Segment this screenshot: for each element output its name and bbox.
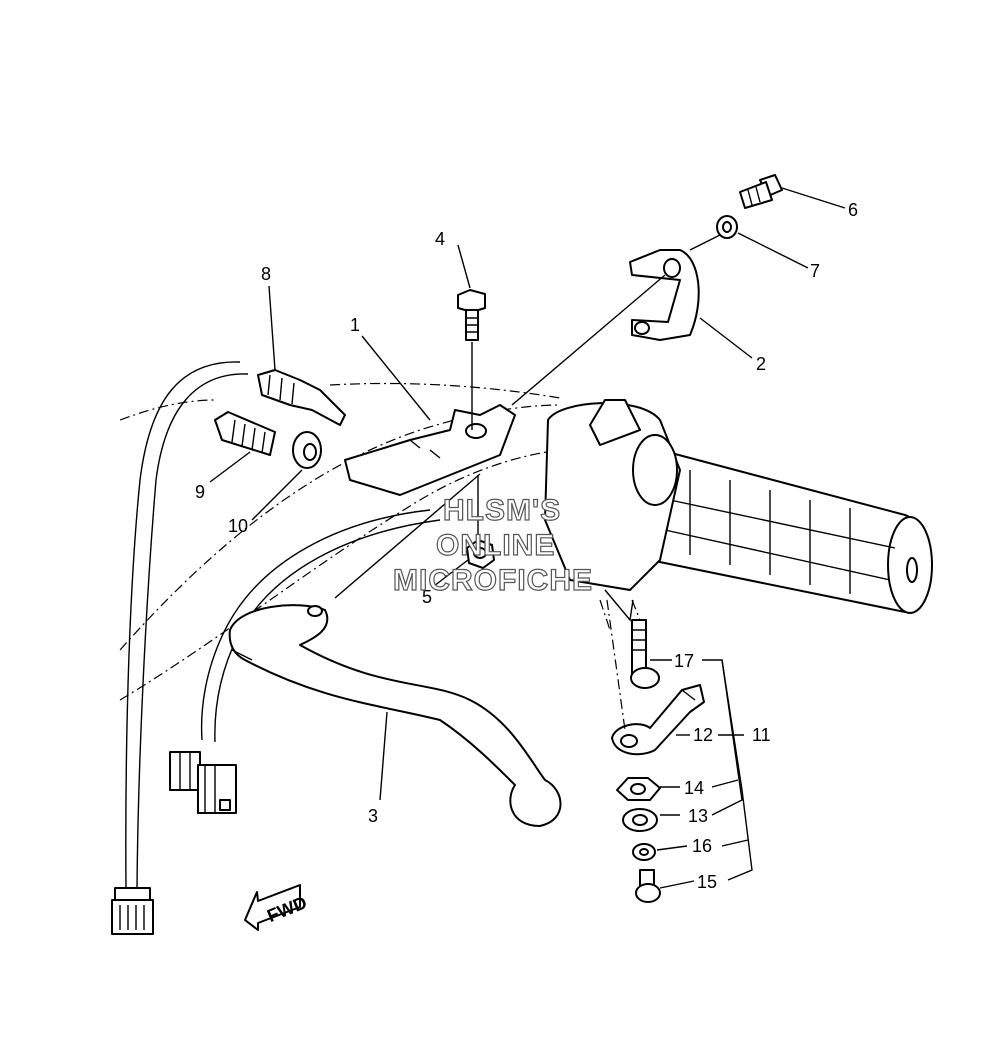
fwd-arrow: FWD bbox=[244, 884, 310, 931]
callout-16[interactable]: 16 bbox=[692, 836, 712, 856]
callout-5[interactable]: 5 bbox=[422, 587, 432, 607]
part-15-screw bbox=[635, 869, 661, 903]
callout-15[interactable]: 15 bbox=[697, 872, 717, 892]
callouts: 1 2 3 4 5 6 7 8 9 10 11 12 13 14 15 16 1… bbox=[195, 200, 858, 892]
watermark-line-2: ONLINE bbox=[436, 529, 555, 562]
part-5-nut bbox=[466, 475, 495, 569]
watermark: HLSM'S ONLINE MICROFICHE bbox=[392, 493, 593, 597]
callout-10[interactable]: 10 bbox=[228, 516, 248, 536]
callout-1[interactable]: 1 bbox=[350, 315, 360, 335]
part-9-locknut bbox=[214, 411, 276, 456]
callout-7[interactable]: 7 bbox=[810, 261, 820, 281]
wire-harness-left bbox=[111, 361, 249, 935]
callout-6[interactable]: 6 bbox=[848, 200, 858, 220]
callout-8[interactable]: 8 bbox=[261, 264, 271, 284]
part-10-nut bbox=[292, 431, 322, 469]
part-3-lever bbox=[228, 604, 562, 827]
assembly-lines bbox=[606, 599, 641, 731]
part-2-clamp bbox=[511, 249, 700, 406]
part-4-bolt bbox=[457, 289, 486, 430]
part-17-bolt bbox=[630, 619, 660, 689]
callout-3[interactable]: 3 bbox=[368, 806, 378, 826]
part-6-screw bbox=[739, 174, 783, 209]
callout-12[interactable]: 12 bbox=[693, 725, 713, 745]
callout-2[interactable]: 2 bbox=[756, 354, 766, 374]
watermark-line-1: HLSM'S bbox=[443, 494, 561, 527]
part-14-nut bbox=[616, 777, 661, 801]
leader-lines bbox=[209, 187, 846, 889]
part-13-washer bbox=[622, 808, 658, 832]
part-16-washer bbox=[632, 843, 656, 861]
callout-9[interactable]: 9 bbox=[195, 482, 205, 502]
handle-grip bbox=[649, 449, 933, 614]
callout-13[interactable]: 13 bbox=[688, 806, 708, 826]
part-7-washer bbox=[689, 215, 738, 251]
callout-17[interactable]: 17 bbox=[674, 651, 694, 671]
part-8-adjuster bbox=[257, 369, 346, 426]
callout-4[interactable]: 4 bbox=[435, 229, 445, 249]
lever-holder-housing bbox=[544, 399, 681, 631]
callout-11[interactable]: 11 bbox=[752, 725, 771, 745]
callout-14[interactable]: 14 bbox=[684, 778, 704, 798]
part-12-lever-arm bbox=[611, 684, 705, 756]
watermark-line-3: MICROFICHE bbox=[393, 564, 593, 597]
